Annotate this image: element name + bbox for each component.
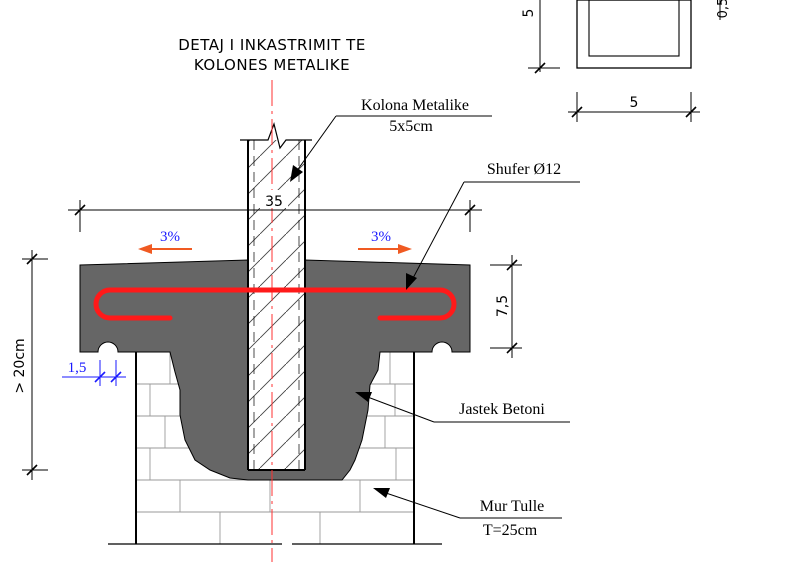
dimension-1-5-label: 1,5: [68, 360, 87, 376]
slope-right: 3%: [358, 229, 412, 254]
mur-label-line-1: Mur Tulle: [480, 498, 544, 515]
section-wall-dimension: 0,5: [716, 0, 731, 18]
title-line-2: KOLONES METALIKE: [194, 56, 350, 74]
jastek-label: Jastek Betoni: [459, 401, 545, 418]
callout-kolona: Kolona Metalike 5x5cm: [290, 97, 492, 182]
mur-label-line-2: T=25cm: [483, 522, 538, 539]
dimension-cap-height: 7,5: [490, 255, 522, 358]
slope-left: 3%: [138, 229, 192, 254]
rebar-stirrup: [93, 287, 457, 321]
callout-jastek: Jastek Betoni: [355, 392, 570, 423]
dimension-7-5-label: 7,5: [495, 295, 511, 317]
dimension-35-label: 35: [265, 194, 283, 210]
kolona-label-line-1: Kolona Metalike: [361, 97, 469, 114]
kolona-label-line-2: 5x5cm: [389, 118, 433, 135]
dimension-top-width: 35: [68, 190, 482, 232]
slope-right-label: 3%: [371, 229, 391, 245]
steel-column: [240, 121, 312, 471]
title-line-1: DETAJ I INKASTRIMIT TE: [178, 36, 366, 54]
shufer-label: Shufer Ø12: [487, 161, 561, 178]
section-side-dimension: 5: [521, 9, 537, 18]
section-bottom-dimension: 5: [630, 95, 639, 111]
dimension-drip-offset: 1,5: [62, 360, 126, 386]
dimension-20cm-label: > 20cm: [12, 338, 28, 393]
dimension-min-height: > 20cm: [12, 250, 48, 480]
callout-mur: Mur Tulle T=25cm: [373, 488, 562, 539]
callout-shufer: Shufer Ø12: [406, 161, 580, 290]
slope-left-label: 3%: [160, 229, 180, 245]
column-section-detail: 5 0,5 5: [521, 0, 731, 122]
